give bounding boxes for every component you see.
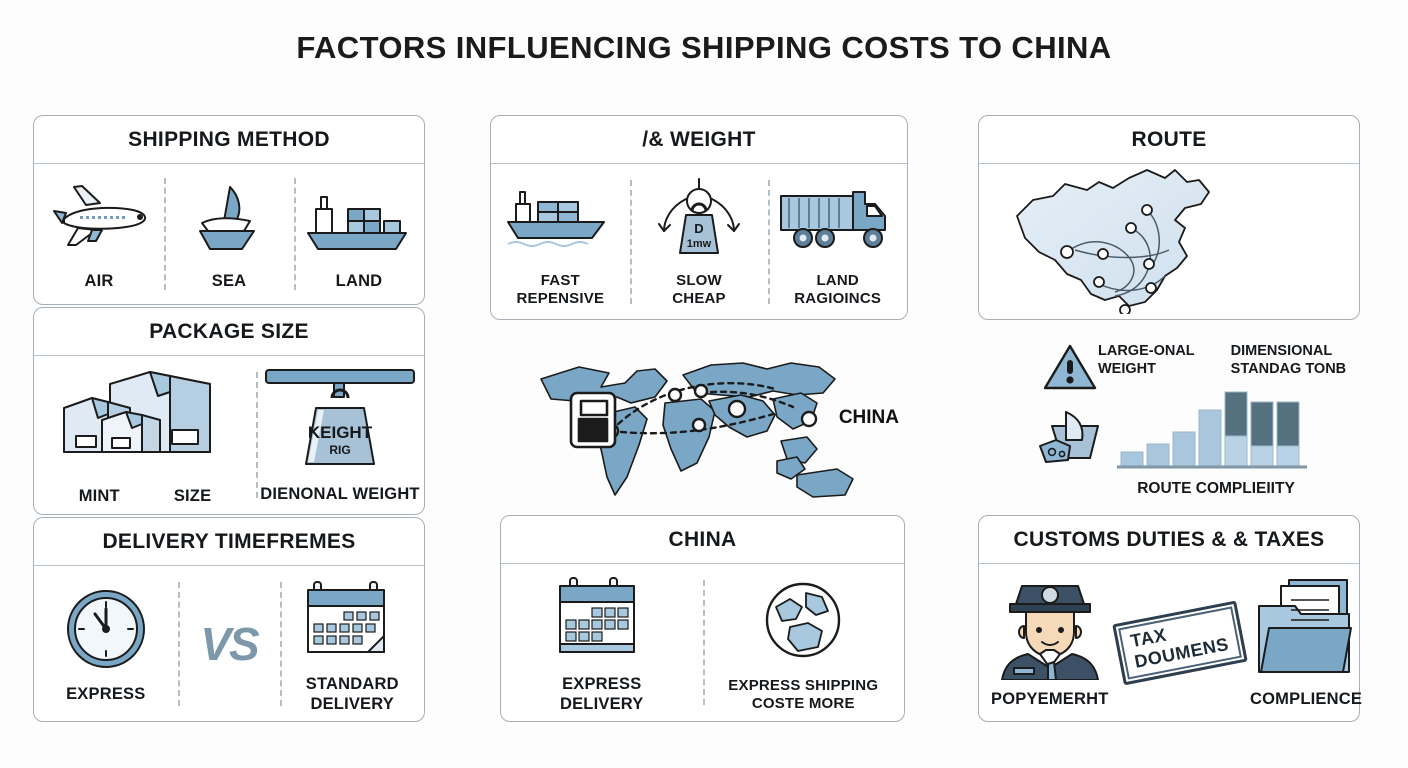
cell-land: LAND bbox=[294, 164, 424, 304]
cell-standard-delivery: STANDARD DELIVERY bbox=[280, 566, 424, 721]
weight-icon-text-line1: KEIGHT bbox=[308, 423, 373, 442]
cell-sea: SEA bbox=[164, 164, 294, 304]
cell-label-china-express: EXPRESS DELIVERY bbox=[559, 675, 644, 713]
clock-icon bbox=[62, 583, 150, 675]
cell-label-land: LAND bbox=[335, 272, 383, 291]
panel-body-china: EXPRESS DELIVERY EXPRESS SHIPPING COSTE … bbox=[501, 564, 904, 721]
panel-body-package-size: MINT SIZE KEIGHT RIG bbox=[34, 356, 424, 514]
cell-china-costs-more: EXPRESS SHIPPING COSTE MORE bbox=[702, 564, 905, 721]
warning-triangle-icon bbox=[1042, 342, 1098, 399]
label-large-weight: LARGE-ONAL WEIGHT bbox=[1098, 343, 1195, 378]
cell-label-slow: SLOW CHEAP bbox=[672, 271, 726, 307]
panel-header-route: ROUTE bbox=[979, 116, 1359, 164]
panel-header-weight: /& WEIGHT bbox=[491, 116, 907, 164]
panel-body-weight: FAST REPENSIVE bbox=[491, 164, 907, 319]
panel-header-delivery: DELIVERY TIMEFREMES bbox=[34, 518, 424, 566]
panel-body-shipping-method: AIR SEA bbox=[34, 164, 424, 304]
versus-label: VS bbox=[200, 617, 259, 670]
panel-package-size: PACKAGE SIZE bbox=[33, 307, 425, 515]
sailboat-icon bbox=[184, 176, 274, 262]
cell-tax-documents-stamp: TAX DOUMENS bbox=[1111, 564, 1247, 721]
boxes-icon bbox=[50, 363, 240, 473]
cell-slow-cheap: D 1mw SLOW CHEAP bbox=[629, 164, 769, 319]
route-complexity-bar-chart bbox=[1115, 380, 1310, 483]
hanging-weight-icon: D 1mw bbox=[644, 176, 754, 262]
route-complexity-labels: LARGE-ONAL WEIGHT DIMENSIONAL STANDAG TO… bbox=[1098, 342, 1346, 378]
panel-body-delivery: EXPRESS VS bbox=[34, 566, 424, 721]
cell-label-payment: POPYEMERHT bbox=[991, 689, 1109, 708]
calendar-icon bbox=[302, 573, 402, 665]
globe-icon bbox=[760, 573, 846, 667]
calendar-icon bbox=[552, 571, 652, 665]
airplane-icon bbox=[44, 176, 154, 262]
cell-label-fast: FAST REPENSIVE bbox=[516, 271, 605, 307]
panel-weight: /& WEIGHT bbox=[490, 115, 908, 320]
cell-air: AIR bbox=[34, 164, 164, 304]
cell-package-boxes: MINT SIZE bbox=[34, 356, 256, 514]
cell-dimensional-weight: KEIGHT RIG DIENONAL WEIGHT bbox=[256, 356, 424, 514]
dump-truck-icon bbox=[775, 176, 900, 262]
customs-officer-icon bbox=[998, 576, 1102, 680]
cell-label-land-logistics: LAND RAGIOINCS bbox=[794, 271, 882, 307]
panel-china: CHINA bbox=[500, 515, 905, 722]
container-ship-icon bbox=[302, 176, 417, 262]
weight-icon-text-line2: 1mw bbox=[687, 238, 712, 250]
panel-header-customs: CUSTOMS DUTIES & & TAXES bbox=[979, 516, 1359, 564]
panel-body-customs: POPYEMERHT TAX DOUMENS bbox=[979, 564, 1362, 721]
cell-express: EXPRESS bbox=[34, 566, 178, 721]
route-complexity-cluster: LARGE-ONAL WEIGHT DIMENSIONAL STANDAG TO… bbox=[1020, 338, 1360, 510]
tax-documents-stamp: TAX DOUMENS bbox=[1111, 600, 1247, 685]
panel-customs: CUSTOMS DUTIES & & TAXES bbox=[978, 515, 1362, 722]
panel-header-china: CHINA bbox=[501, 516, 904, 564]
cell-label-sea: SEA bbox=[211, 272, 247, 291]
panel-header-shipping-method: SHIPPING METHOD bbox=[34, 116, 424, 164]
panel-delivery-timeframes: DELIVERY TIMEFREMES bbox=[33, 517, 425, 722]
page-title: FACTORS INFLUENCING SHIPPING COSTS TO CH… bbox=[296, 30, 1112, 65]
world-route-map: CHINA bbox=[505, 345, 905, 510]
documents-folder-icon bbox=[1251, 576, 1361, 680]
cell-versus: VS bbox=[177, 566, 281, 721]
cell-label-china-costs: EXPRESS SHIPPING COSTE MORE bbox=[728, 676, 879, 712]
cell-label-compliance: COMPLIENCE bbox=[1250, 689, 1363, 708]
weight-icon-text-line1: D bbox=[694, 221, 703, 236]
panel-header-package-size: PACKAGE SIZE bbox=[34, 308, 424, 356]
panel-route: ROUTE bbox=[978, 115, 1360, 320]
stamp-wrapper: TAX DOUMENS bbox=[1111, 570, 1247, 715]
scale-weight-icon: KEIGHT RIG bbox=[260, 365, 420, 475]
cell-label-express: EXPRESS bbox=[66, 684, 146, 703]
china-map-icon bbox=[979, 164, 1359, 319]
label-dimensional-standard: DIMENSIONAL STANDAG TONB bbox=[1230, 343, 1347, 378]
panel-shipping-method: SHIPPING METHOD bbox=[33, 115, 425, 305]
world-map-destination-label: CHINA bbox=[838, 407, 899, 428]
cell-label-dimensional-weight: DIENONAL WEIGHT bbox=[260, 485, 420, 504]
cell-label-standard-delivery: STANDARD DELIVERY bbox=[305, 675, 399, 713]
cell-china-express-delivery: EXPRESS DELIVERY bbox=[501, 564, 703, 721]
ship-coin-icon bbox=[1036, 406, 1108, 473]
cell-label-package-weight: MINT bbox=[78, 487, 120, 506]
cell-compliance: COMPLIENCE bbox=[1246, 564, 1366, 721]
route-complexity-caption: ROUTE COMPLIEIITY bbox=[1137, 480, 1295, 497]
cell-label-air: AIR bbox=[84, 272, 114, 291]
cell-label-package-size: SIZE bbox=[173, 487, 212, 506]
cell-fast-expensive: FAST REPENSIVE bbox=[491, 164, 630, 319]
cell-customs-officer: POPYEMERHT bbox=[987, 564, 1113, 721]
world-map-svg bbox=[540, 362, 854, 498]
weight-icon-text-line2: RIG bbox=[329, 443, 350, 457]
cell-land-logistics: LAND RAGIOINCS bbox=[768, 164, 907, 319]
panel-body-route bbox=[979, 164, 1359, 319]
cargo-ship-icon bbox=[500, 176, 620, 262]
